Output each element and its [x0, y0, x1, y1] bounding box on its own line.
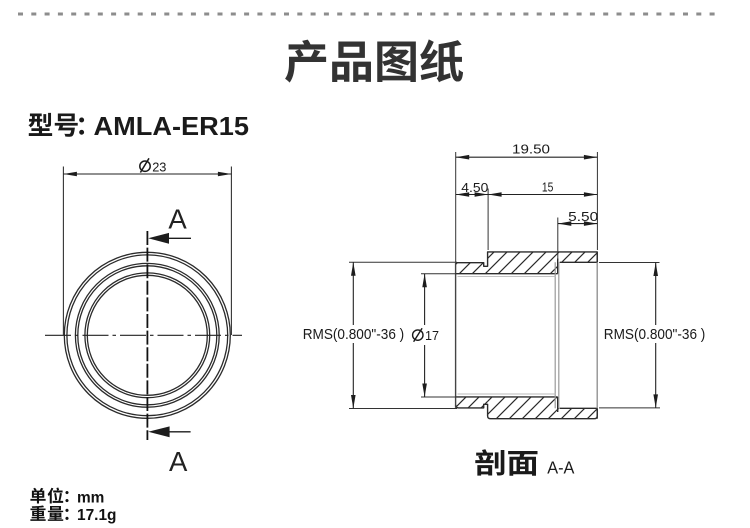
svg-text:AMLA-ER15: AMLA-ER15 — [94, 111, 250, 141]
svg-text:RMS(0.800"-36 ): RMS(0.800"-36 ) — [303, 326, 405, 343]
svg-text:A: A — [168, 203, 187, 234]
svg-text:17.1g: 17.1g — [77, 507, 117, 524]
svg-text:19.50: 19.50 — [512, 141, 550, 156]
svg-text:A-A: A-A — [547, 458, 574, 478]
svg-text:4.50: 4.50 — [461, 180, 488, 195]
svg-text:23: 23 — [152, 159, 166, 174]
svg-text:17: 17 — [425, 328, 439, 343]
svg-text:15: 15 — [542, 179, 554, 194]
svg-text:mm: mm — [77, 489, 104, 506]
svg-text:5.50: 5.50 — [568, 209, 598, 224]
svg-text:RMS(0.800"-36 ): RMS(0.800"-36 ) — [604, 326, 706, 343]
svg-text:A: A — [169, 446, 188, 477]
